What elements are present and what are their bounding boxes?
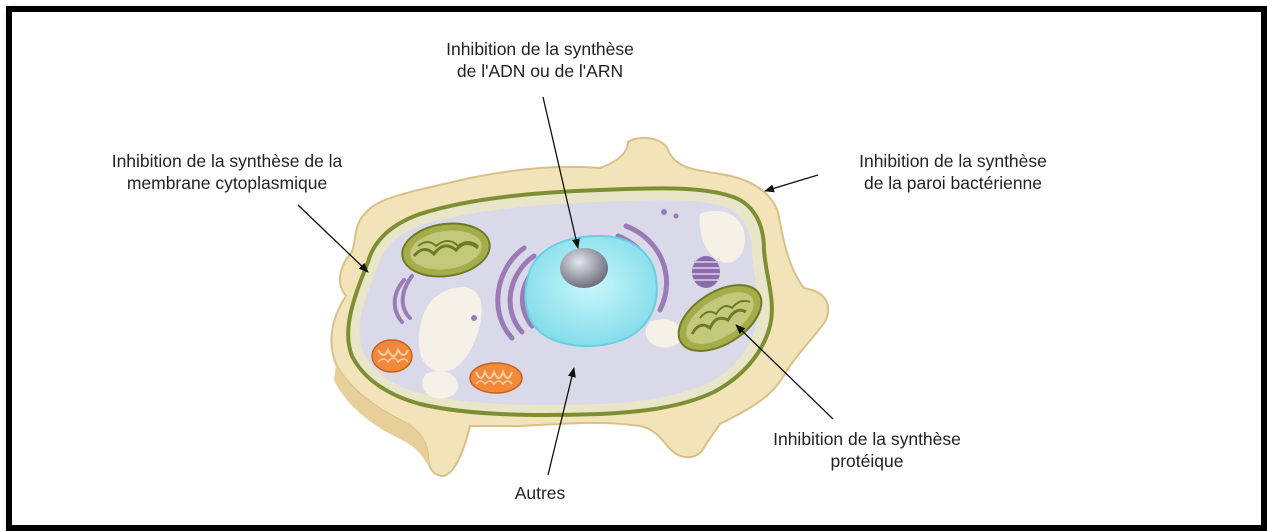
label-line: de la paroi bactérienne	[818, 172, 1088, 194]
label-line: Autres	[490, 482, 590, 504]
label-line: Inhibition de la synthèse	[410, 38, 670, 60]
label-nucleic-acid-synthesis: Inhibition de la synthèse de l'ADN ou de…	[410, 38, 670, 82]
label-cell-wall-synthesis: Inhibition de la synthèse de la paroi ba…	[818, 150, 1088, 194]
label-membrane-synthesis: Inhibition de la synthèse de la membrane…	[62, 150, 392, 194]
nucleolus	[560, 248, 608, 288]
mitochondrion	[372, 340, 412, 372]
arrow-cell-wall	[765, 175, 818, 191]
golgi-apparatus	[692, 256, 720, 288]
label-line: membrane cytoplasmique	[62, 172, 392, 194]
label-other: Autres	[490, 482, 590, 504]
label-protein-synthesis: Inhibition de la synthèse protéique	[732, 428, 1002, 472]
label-line: protéique	[732, 450, 1002, 472]
label-line: Inhibition de la synthèse	[732, 428, 1002, 450]
mitochondrion	[470, 363, 522, 393]
label-line: de l'ADN ou de l'ARN	[410, 60, 670, 82]
label-line: Inhibition de la synthèse	[818, 150, 1088, 172]
label-line: Inhibition de la synthèse de la	[62, 150, 392, 172]
